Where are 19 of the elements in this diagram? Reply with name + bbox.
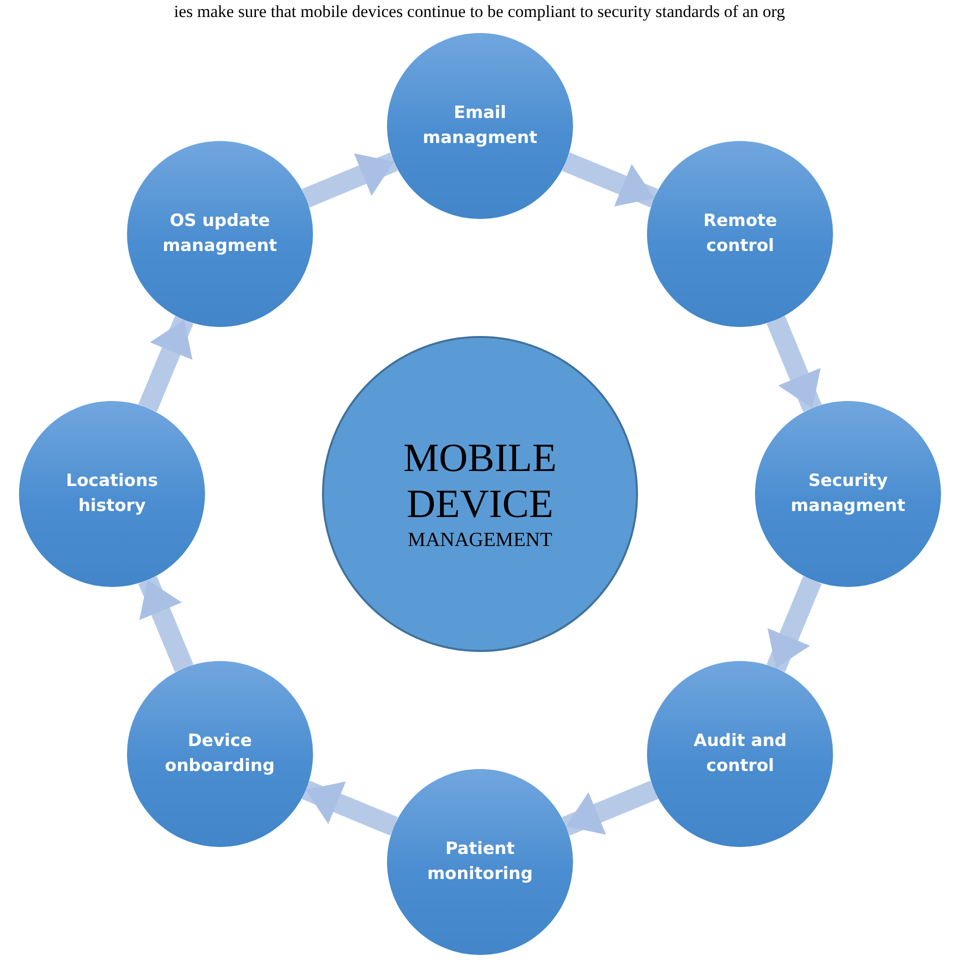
node-label: OS update managment	[162, 210, 278, 258]
node-label: Email managment	[422, 102, 538, 150]
node-label: Audit and control	[692, 730, 788, 778]
block-arrow	[302, 152, 398, 208]
node-subtitle: MANAGEMENT	[408, 528, 552, 553]
node-label: Patient monitoring	[426, 838, 534, 886]
node-label: Device onboarding	[164, 730, 276, 778]
node-label: Remote control	[702, 210, 778, 258]
node-label: Locations history	[65, 470, 159, 518]
block-arrow	[138, 576, 194, 672]
intro-text: ies make sure that mobile devices continue to be compliant to security standards of an org	[172, 2, 786, 22]
node-label: Security managment	[790, 470, 906, 518]
block-arrow	[562, 152, 658, 208]
block-arrow	[302, 780, 398, 836]
block-arrow	[766, 316, 822, 412]
block-arrow	[766, 576, 822, 672]
block-arrow	[562, 780, 658, 836]
node-label: MOBILE DEVICE	[402, 435, 558, 527]
block-arrow	[138, 316, 194, 412]
